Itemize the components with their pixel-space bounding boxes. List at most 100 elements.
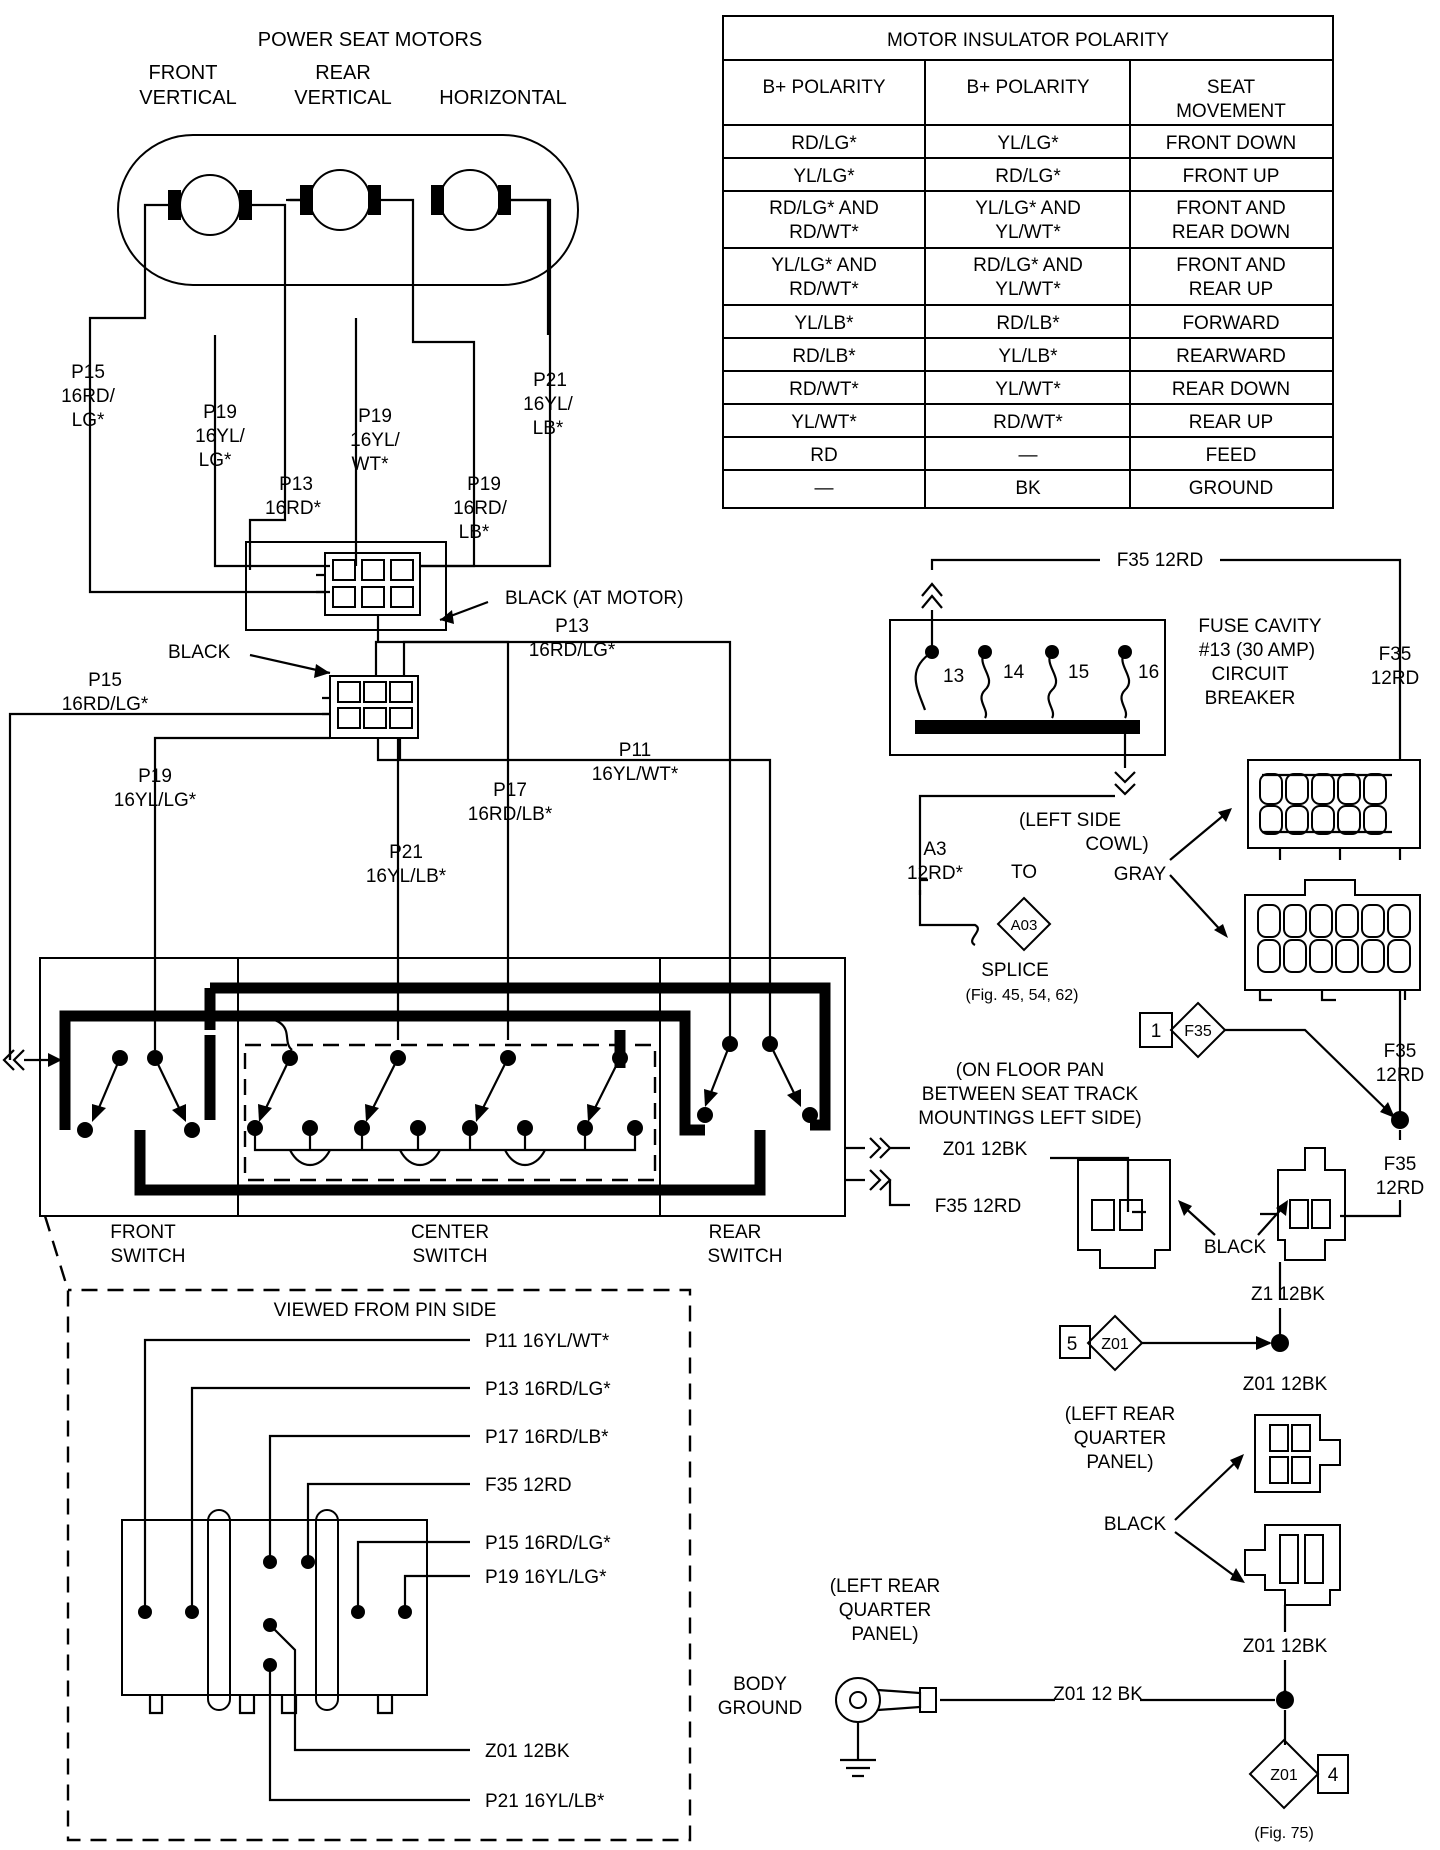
terminal-14: 14 (1003, 662, 1025, 683)
p19-harness-color: 16YL/LG* (114, 790, 197, 811)
p19-lb-color: LB* (459, 522, 490, 543)
table-cell: RD/LG* AND (769, 198, 879, 219)
table-cell: FRONT AND (1176, 198, 1285, 219)
bus-top (210, 982, 831, 1131)
p19-wt-gauge: 16YL/ (350, 430, 400, 451)
f35-right-label: F35 (1379, 644, 1412, 665)
table-cell: REAR UP (1189, 412, 1273, 433)
motor-connector: BLACK (AT MOTOR) (245, 541, 683, 642)
table-cell: RD/LG* (791, 133, 857, 154)
z1-12bk-label: Z1 12BK (1251, 1284, 1325, 1305)
table-cell: RD/LB* (996, 313, 1060, 334)
p21-motor-label: P21 (533, 370, 567, 391)
body-ground-label-1: BODY (733, 1674, 787, 1695)
harness-connector: BLACK (168, 642, 419, 739)
p15-harness (8, 712, 330, 1060)
table-cell: RD/LG* AND (973, 255, 1083, 276)
polarity-table: MOTOR INSULATOR POLARITY B+ POLARITY B+ … (722, 15, 1334, 509)
quarter-connector-top (1254, 1414, 1341, 1493)
p19-wt-label: P19 (358, 406, 392, 427)
f35-12rd-color-1: 12RD (1376, 1065, 1425, 1086)
front-switch-label-2: SWITCH (111, 1246, 186, 1267)
floor-pan-label-3: MOUNTINGS LEFT SIDE) (918, 1108, 1141, 1129)
p13-motor-wire (248, 203, 287, 570)
power-seat-motors: POWER SEAT MOTORS FRONT VERTICAL REAR VE… (61, 29, 579, 594)
fuse-cavity: F35 12RD 13 14 15 16 FUSE CAVITY #13 (30… (889, 550, 1419, 1004)
pin-view-title: VIEWED FROM PIN SIDE (274, 1300, 497, 1321)
f35-12rd-label-1: F35 (1384, 1041, 1417, 1062)
table-header-b-polarity-2: B+ POLARITY (966, 77, 1089, 98)
table-cell: REARWARD (1176, 346, 1286, 367)
pin-p21-label: P21 16YL/LB* (485, 1791, 605, 1812)
p13-motor-label: P13 (279, 474, 313, 495)
p13-harness (374, 640, 732, 1040)
center-switch-label-2: SWITCH (413, 1246, 488, 1267)
table-cell: YL/WT* (995, 222, 1061, 243)
p11-harness-color: 16YL/WT* (592, 764, 679, 785)
quarter-panel-label-3: PANEL) (1086, 1452, 1153, 1473)
a03-diamond (996, 896, 1052, 952)
splice-label: SPLICE (981, 960, 1049, 981)
table-cell: — (1019, 445, 1038, 466)
floor-pan-black-label: BLACK (1204, 1237, 1267, 1258)
terminal-13: 13 (943, 666, 964, 687)
motors-title: POWER SEAT MOTORS (258, 29, 482, 51)
table-cell: RD/WT* (789, 279, 859, 300)
rear-vertical-motor (300, 169, 381, 231)
f35-top-label: F35 12RD (1117, 550, 1204, 571)
switch-assembly: Z01 12BK F35 12RD FRONT SWITCH CENTER SW… (2, 957, 1028, 1267)
fuse-cavity-breaker: BREAKER (1205, 688, 1296, 709)
floor-pan-label-1: (ON FLOOR PAN (956, 1060, 1105, 1081)
connector-mark-top (921, 582, 943, 609)
body-ground-label-2: GROUND (718, 1698, 802, 1719)
body-quarter-label-2: QUARTER (839, 1600, 932, 1621)
p19-wt-color: WT* (352, 454, 390, 475)
terminal-15: 15 (1068, 662, 1089, 683)
black-at-motor-label: BLACK (AT MOTOR) (505, 588, 683, 609)
z01-12bk-switch-label: Z01 12BK (943, 1139, 1028, 1160)
p17-harness-label: P17 (493, 780, 527, 801)
p21-motor-color: LB* (533, 418, 564, 439)
switch-blades (77, 1014, 818, 1138)
right-chain: 1 F35 F35 12RD F35 12RD (ON FLOOR PAN BE… (718, 990, 1425, 1842)
table-header-b-polarity-1: B+ POLARITY (762, 77, 885, 98)
table-cell: YL/WT* (995, 379, 1061, 400)
front-switch-label-1: FRONT (110, 1222, 176, 1243)
table-cell: GROUND (1189, 478, 1273, 499)
horizontal-motor (431, 169, 511, 231)
table-cell: FORWARD (1182, 313, 1279, 334)
gray-connector-bottom (1244, 879, 1421, 1002)
quarter-panel-label-1: (LEFT REAR (1065, 1404, 1176, 1425)
harness-wires: P13 16RD/LG* P15 16RD/LG* P19 16YL/LG* P… (8, 616, 772, 1060)
pin-connector-body (121, 1519, 428, 1696)
quarter-connector-bottom (1244, 1524, 1341, 1606)
z01-ref-number: 5 (1067, 1334, 1078, 1355)
table-cell: YL/LG* AND (975, 198, 1081, 219)
bus-mid (59, 1010, 705, 1136)
bus-bottom (134, 1130, 766, 1196)
cowl-label: COWL) (1085, 834, 1148, 855)
terminal-16: 16 (1138, 662, 1159, 683)
table-cell: BK (1015, 478, 1041, 499)
quarter-black-label: BLACK (1104, 1514, 1167, 1535)
table-cell: REAR DOWN (1172, 379, 1290, 400)
body-quarter-label-3: PANEL) (851, 1624, 918, 1645)
fig75-label: (Fig. 75) (1254, 1825, 1314, 1842)
fuse-cavity-number: #13 (30 AMP) (1199, 640, 1315, 661)
rear-vertical-label-2: VERTICAL (294, 87, 391, 109)
pin-p17-label: P17 16RD/LB* (485, 1427, 609, 1448)
z01-12bk-label-2: Z01 12BK (1243, 1636, 1328, 1657)
pin-p11-label: P11 16YL/WT* (485, 1331, 610, 1352)
center-switch-dashed-box (243, 1043, 657, 1182)
table-cell: RD/WT* (789, 222, 859, 243)
table-cell: FRONT AND (1176, 255, 1285, 276)
p17-harness-color: 16RD/LB* (468, 804, 553, 825)
gray-label: GRAY (1114, 864, 1167, 885)
body-quarter-label-1: (LEFT REAR (830, 1576, 941, 1597)
p13-motor-gauge: 16RD* (265, 498, 322, 519)
table-cell: YL/LG* AND (771, 255, 877, 276)
p11-harness-label: P11 (619, 740, 651, 761)
p21-motor-gauge: 16YL/ (523, 394, 573, 415)
fuse-cavity-label: FUSE CAVITY (1198, 616, 1321, 637)
